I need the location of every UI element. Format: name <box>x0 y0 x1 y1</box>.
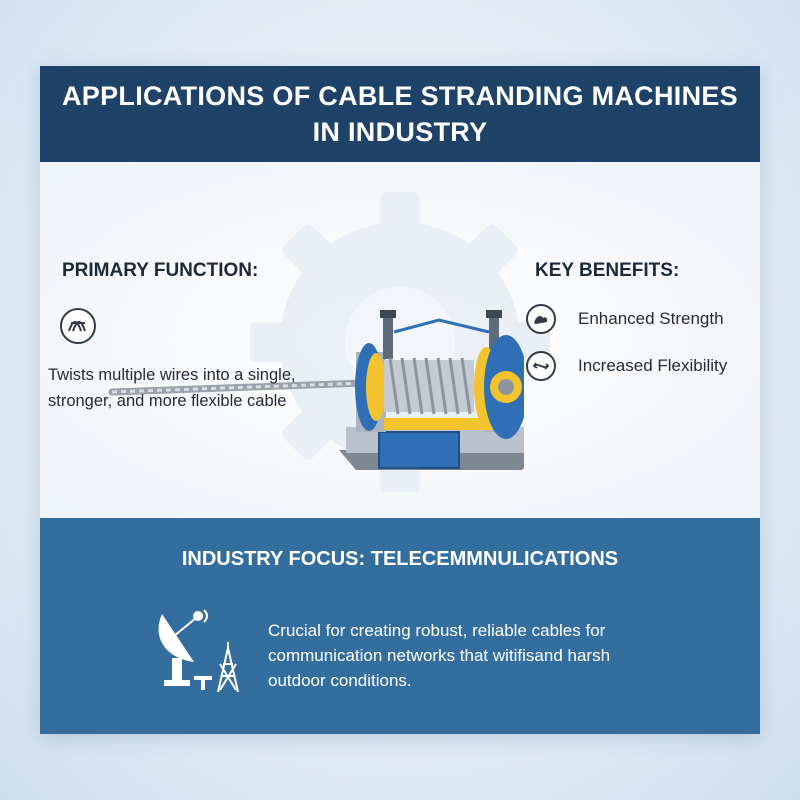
industry-desc-line-1: Crucial for creating robust, reliable ca… <box>268 621 606 640</box>
primary-function-title: PRIMARY FUNCTION: <box>62 260 259 281</box>
industry-desc-line-3: outdoor conditions. <box>268 671 412 690</box>
primary-function-desc-line-2: stronger, and more flexible cable <box>48 392 287 410</box>
page-title-line-1: APPLICATIONS OF CABLE STRANDING MACHINES <box>61 81 738 111</box>
primary-function-description: Twists multiple wires into a single, str… <box>48 362 338 414</box>
benefit-item-flexibility: Increased Flexibility <box>526 351 727 381</box>
industry-focus-title: INDUSTRY FOCUS: TELECEMMNULICATIONS <box>181 548 619 570</box>
infographic-card: APPLICATIONS OF CABLE STRANDING MACHINES… <box>40 66 760 734</box>
page-title-line-2: IN INDUSTRY <box>312 117 488 147</box>
industry-desc-line-2: communication networks that witifisand h… <box>268 646 611 665</box>
key-benefits-title: KEY BENEFITS: <box>535 260 680 281</box>
bidirectional-arrows-icon <box>526 351 556 381</box>
twisted-wire-icon <box>60 308 96 344</box>
stranding-machine-illustration <box>108 310 524 470</box>
benefit-item-strength: Enhanced Strength <box>526 304 724 334</box>
satellite-dish-tower-icon <box>158 609 239 693</box>
primary-function-desc-line-1: Twists multiple wires into a single, <box>48 366 296 384</box>
benefit-label: Increased Flexibility <box>578 356 728 375</box>
flexed-arm-icon <box>526 304 556 334</box>
benefit-label: Enhanced Strength <box>578 309 724 328</box>
content-section: PRIMARY FUNCTION: Twists multiple wires … <box>40 162 760 518</box>
title-banner: APPLICATIONS OF CABLE STRANDING MACHINES… <box>40 66 760 162</box>
industry-focus-section: INDUSTRY FOCUS: TELECEMMNULICATIONS <box>40 518 760 734</box>
industry-focus-description: Crucial for creating robust, reliable ca… <box>268 618 708 693</box>
